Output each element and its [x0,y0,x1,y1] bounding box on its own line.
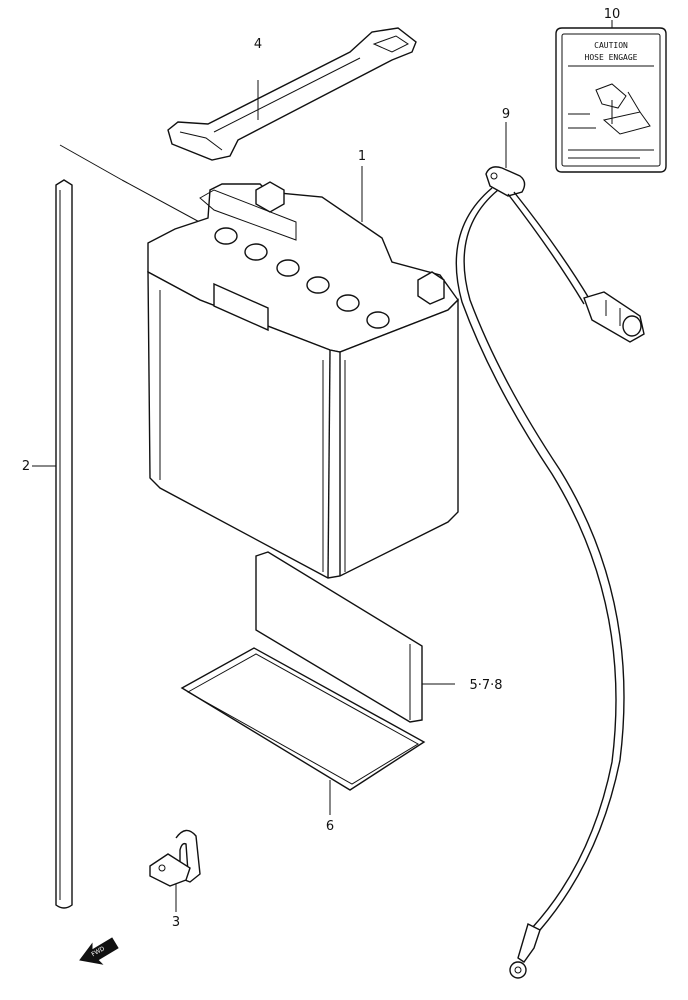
part-1-battery [147,166,459,579]
part-6-battery-mat [180,647,426,815]
part-10-caution-label: CAUTION HOSE ENGAGE [555,20,667,173]
battery-terminals [255,181,445,305]
part-2-breather-tube [55,144,206,909]
callout-1: 1 [358,149,366,164]
leader-2-top [59,144,123,181]
part-9-battery-cable [455,122,645,979]
battery-vent-caps [214,227,390,329]
callout-3: 3 [172,915,180,930]
part-5-7-8-battery-plate [255,551,455,723]
callout-5-7-8: 5·7·8 [469,678,502,693]
part-3-clamp [149,829,201,912]
callout-2: 2 [22,459,30,474]
forward-direction-arrow: FWD [79,937,119,965]
callout-4: 4 [254,37,262,52]
caution-subtitle: HOSE ENGAGE [585,53,638,62]
caution-title: CAUTION [594,41,628,50]
part-4-battery-strap [167,27,417,161]
callout-9: 9 [502,107,510,122]
callout-6: 6 [326,819,334,834]
callout-10: 10 [604,7,621,22]
